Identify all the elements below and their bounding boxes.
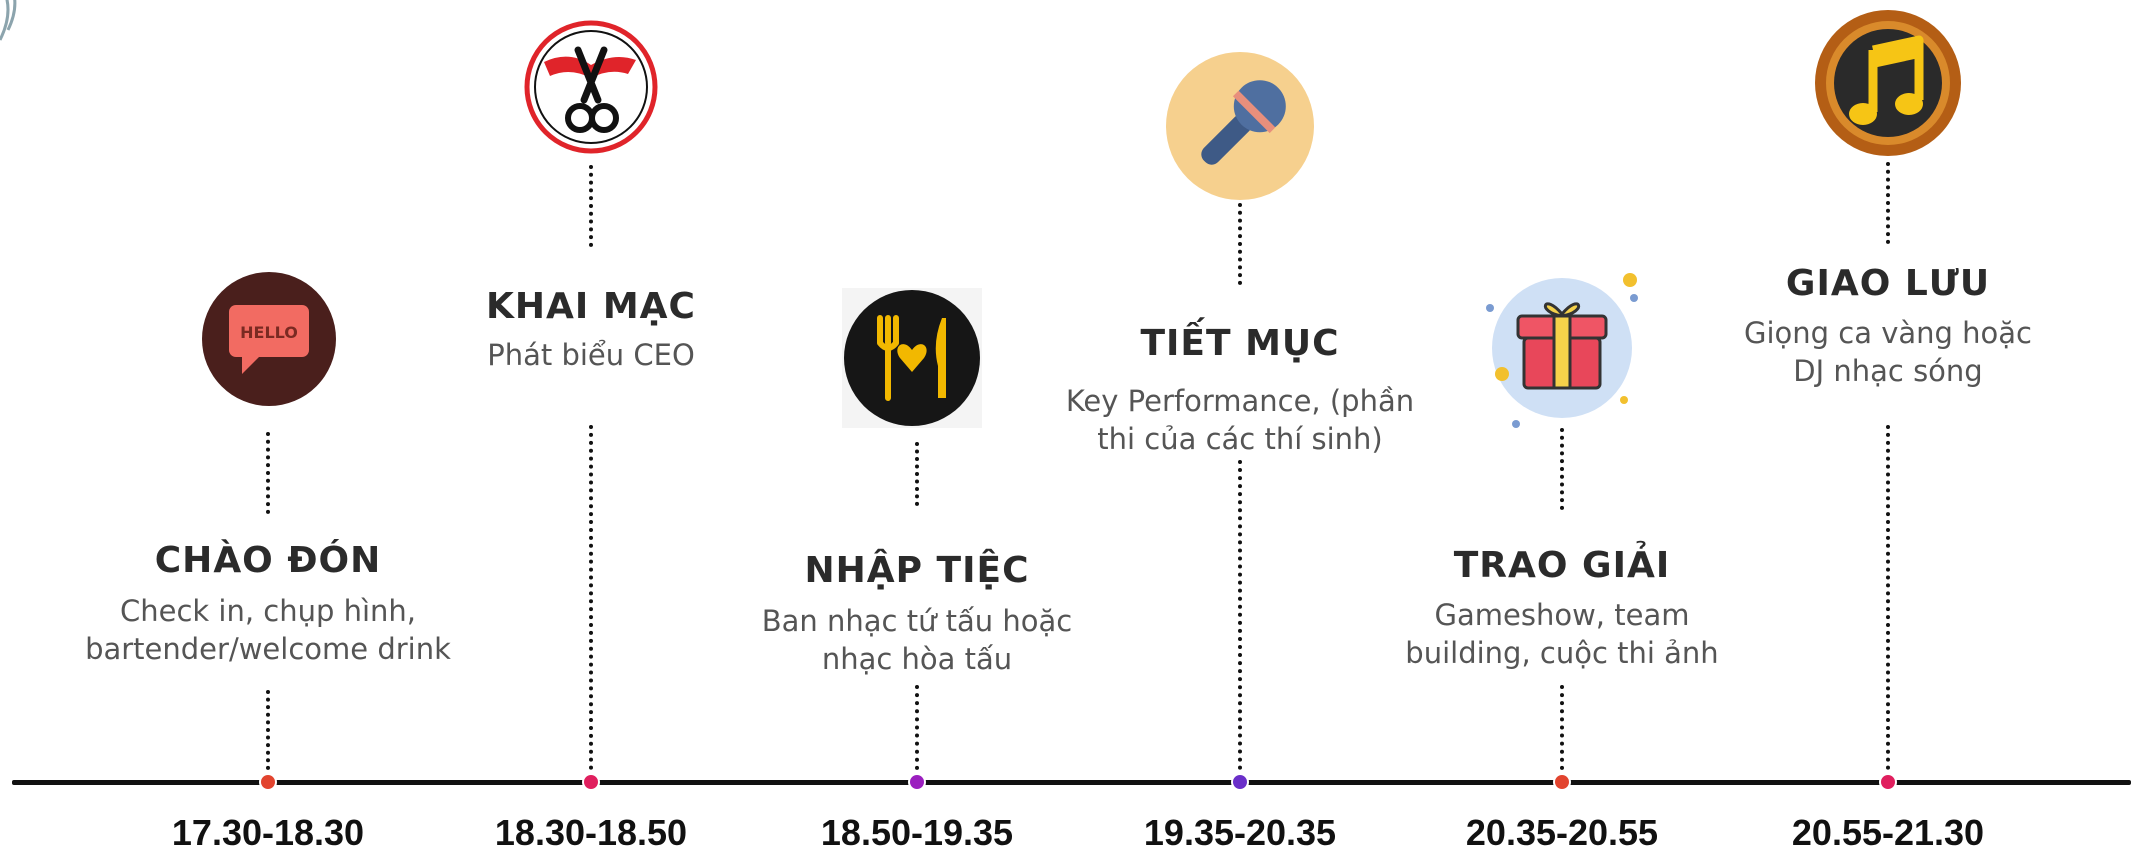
music-note-icon: [1815, 10, 1961, 156]
stage-time: 18.50-19.35: [820, 812, 1014, 853]
stage-time: 17.30-18.30: [171, 812, 365, 853]
timeline-dot: [908, 773, 926, 791]
stage-title: NHẬP TIỆC: [804, 550, 1030, 591]
stage-time: 20.35-20.55: [1465, 812, 1659, 853]
connector-line: [1238, 203, 1242, 285]
fork-heart-knife-icon: [842, 288, 982, 428]
connector-line: [1560, 428, 1564, 510]
stage-title: CHÀO ĐÓN: [154, 540, 382, 581]
stage-time: 19.35-20.35: [1143, 812, 1337, 853]
timeline-dot: [259, 773, 277, 791]
timeline-dot: [1231, 773, 1249, 791]
timeline-axis: [12, 780, 2131, 785]
connector-line: [1238, 460, 1242, 770]
connector-line: [1886, 162, 1890, 244]
stage-title: KHAI MẠC: [486, 286, 696, 327]
microphone-icon: [1166, 52, 1314, 200]
connector-line: [589, 425, 593, 770]
connector-line: [266, 432, 270, 514]
corner-brush-decoration: [0, 0, 17, 41]
timeline-dot: [582, 773, 600, 791]
stage-title: GIAO LƯU: [1785, 263, 1991, 304]
hello-speech-bubble-icon: HELLO: [202, 272, 336, 406]
stage-title: TIẾT MỤC: [1140, 323, 1340, 364]
stage-title: TRAO GIẢI: [1453, 545, 1671, 586]
timeline-dot: [1879, 773, 1897, 791]
stage-description: Giọng ca vàng hoặc DJ nhạc sóng: [1744, 316, 2032, 388]
stage-time: 18.30-18.50: [494, 812, 688, 853]
stage-description: Ban nhạc tứ tấu hoặc nhạc hòa tấu: [761, 604, 1073, 676]
connector-line: [266, 690, 270, 770]
connector-line: [915, 685, 919, 770]
timeline-dot: [1553, 773, 1571, 791]
connector-line: [589, 165, 593, 247]
ribbon-scissors-icon: [524, 20, 658, 154]
stage-time: 20.55-21.30: [1791, 812, 1985, 853]
stage-description: Key Performance, (phần thi của các thí s…: [1065, 384, 1415, 456]
stage-description: Gameshow, team building, cuộc thi ảnh: [1405, 598, 1719, 670]
gift-box-icon: [1486, 273, 1638, 428]
connector-line: [1886, 425, 1890, 770]
connector-line: [1560, 685, 1564, 770]
stage-description: Check in, chụp hình, bartender/welcome d…: [85, 594, 451, 666]
svg-text:HELLO: HELLO: [240, 323, 298, 342]
stage-description: Phát biểu CEO: [487, 338, 695, 372]
connector-line: [915, 442, 919, 506]
